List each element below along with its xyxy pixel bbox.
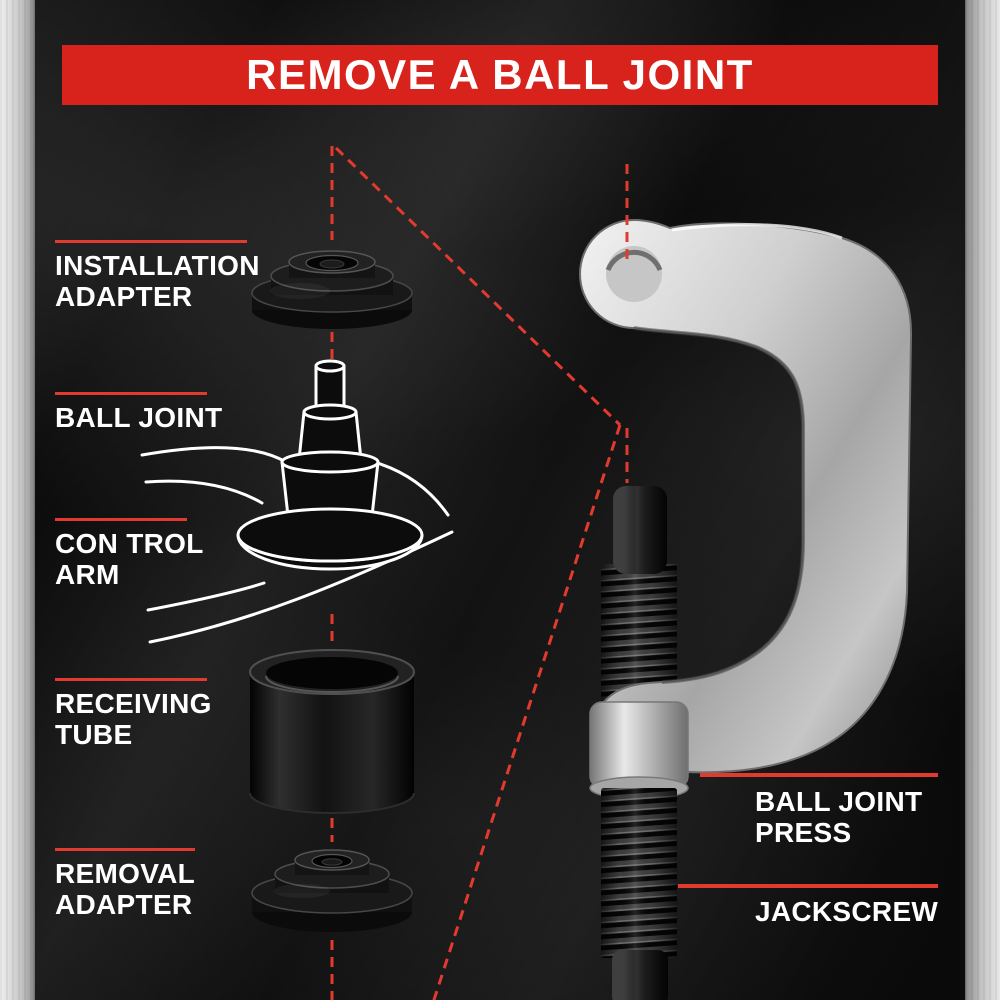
title-banner: REMOVE A BALL JOINT (62, 45, 938, 105)
receiving-tube-label-line1: RECEIVING (55, 688, 212, 719)
installation-adapter-label-line2: ADAPTER (55, 281, 193, 313)
label-jackscrew: JACKSCREW (755, 896, 938, 927)
jackscrew-pointer-line (678, 884, 938, 888)
jackscrew-lower (601, 788, 677, 1000)
dashed-alignment-lines (330, 146, 629, 1000)
receiving-tube-rule (55, 678, 207, 681)
installation-adapter-label-line1: INSTALLATION (55, 250, 260, 281)
ball-joint-label-line1: BALL JOINT (55, 402, 223, 433)
label-ball-joint: BALL JOINT (55, 392, 222, 433)
receiving-tube-illustration (249, 649, 415, 814)
control-arm-rule (55, 518, 187, 521)
label-ball-joint-press: BALL JOINT PRESS (755, 786, 922, 849)
c-clamp-frame (578, 218, 913, 774)
control-arm-label-line1: CON TROL (55, 528, 204, 559)
label-removal-adapter: REMOVAL ADAPTER (55, 848, 195, 921)
ball-joint-press-illustration (578, 218, 913, 800)
removal-adapter-rule (55, 848, 195, 851)
left-border-strip (0, 0, 35, 1000)
label-installation-adapter: INSTALLATION ADAPTER (55, 240, 260, 313)
removal-adapter-label-line2: ADAPTER (55, 889, 193, 921)
right-border-strip (965, 0, 1000, 1000)
label-control-arm: CON TROL ARM (55, 518, 204, 591)
control-arm-label-line2: ARM (55, 559, 120, 591)
page-title: REMOVE A BALL JOINT (246, 51, 754, 98)
jackscrew-label-line1: JACKSCREW (755, 896, 939, 927)
installation-adapter-illustration (251, 250, 413, 329)
diagonal-dash-lower (432, 424, 622, 1000)
press-eye-hole (606, 246, 662, 302)
removal-adapter-illustration (251, 849, 413, 932)
diagonal-dash-upper (334, 146, 622, 427)
press-pointer-line (700, 773, 938, 777)
ball-joint-press-label-line2: PRESS (755, 817, 852, 849)
installation-adapter-rule (55, 240, 247, 243)
ball-joint-control-arm-illustration (140, 359, 454, 644)
label-receiving-tube: RECEIVING TUBE (55, 678, 212, 751)
ball-joint-rule (55, 392, 207, 395)
receiving-tube-label-line2: TUBE (55, 719, 133, 751)
ball-joint-press-label-line1: BALL JOINT (755, 786, 923, 817)
removal-adapter-label-line1: REMOVAL (55, 858, 196, 889)
